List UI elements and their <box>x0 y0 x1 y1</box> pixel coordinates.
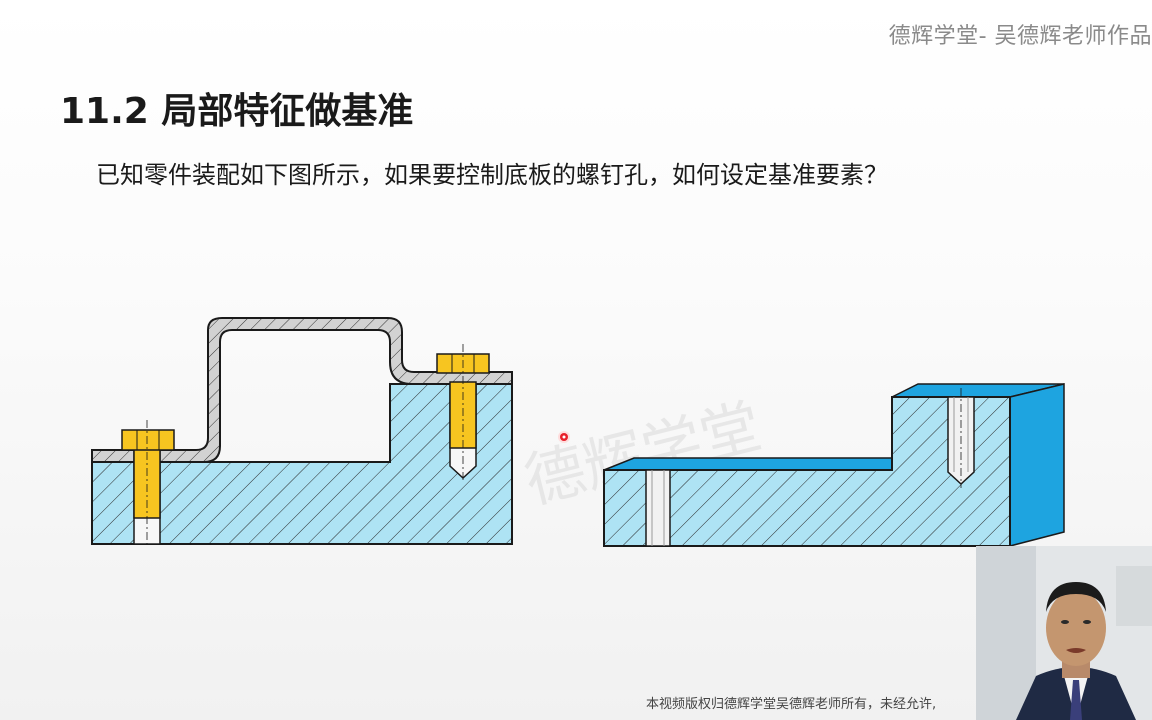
laser-pointer-dot <box>558 431 570 443</box>
question-text: 已知零件装配如下图所示，如果要控制底板的螺钉孔，如何设定基准要素？ <box>96 161 888 189</box>
right-bolt <box>436 344 490 482</box>
left-bolt <box>121 420 175 548</box>
slide-title: 11.2 局部特征做基准 <box>60 91 414 132</box>
presenter-webcam <box>976 546 1152 720</box>
author-watermark: 德辉学堂- 吴德辉老师作品 <box>888 24 1152 49</box>
base-plate-3d-section <box>603 383 1065 547</box>
sheet-metal-bracket <box>91 317 513 463</box>
assembly-section-drawing <box>91 317 513 548</box>
copyright-notice: 本视频版权归德辉学堂吴德辉老师所有，未经允许, <box>646 697 937 712</box>
